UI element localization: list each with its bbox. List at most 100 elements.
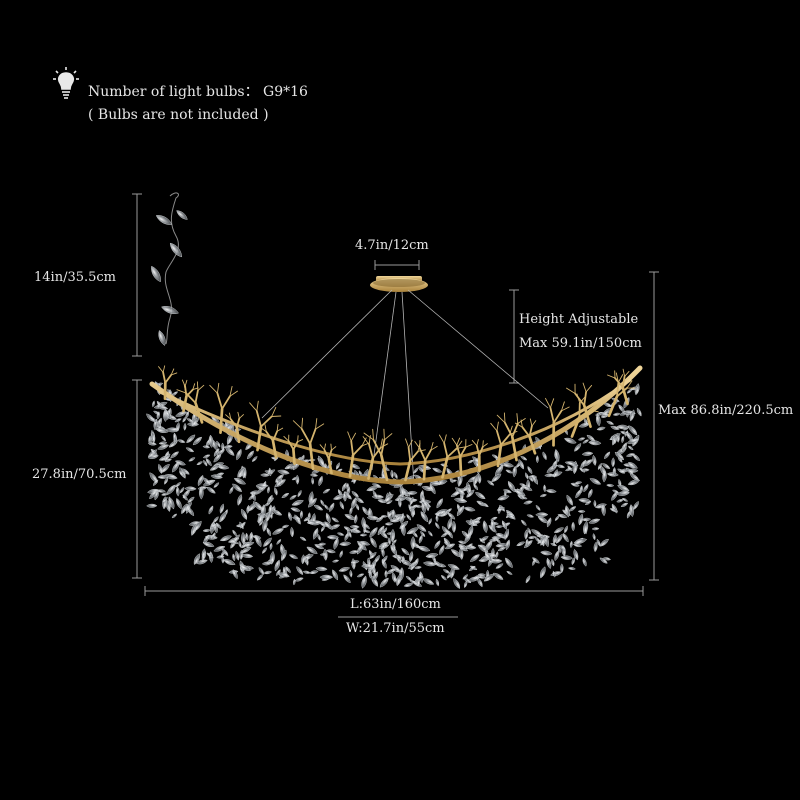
crystal-drop xyxy=(629,409,635,422)
gold-twig xyxy=(443,434,447,444)
crystal-drop xyxy=(606,421,614,425)
crystal-drop xyxy=(416,524,427,532)
gold-twig xyxy=(229,385,233,397)
crystal-drop xyxy=(553,527,564,533)
crystal-drop xyxy=(589,478,601,485)
gold-twig xyxy=(516,413,519,424)
crystal-drop xyxy=(497,495,510,501)
gold-twig xyxy=(552,409,563,424)
crystal-drop xyxy=(267,494,273,505)
crystal-drop xyxy=(409,580,417,584)
gold-twig xyxy=(409,450,419,462)
crystal-drop xyxy=(482,502,489,507)
crystal-drop xyxy=(281,549,287,562)
crystal-drop xyxy=(409,504,418,511)
main-branch-ring xyxy=(149,365,643,485)
crystal-drop xyxy=(188,457,196,462)
crystal-drop xyxy=(583,520,589,535)
crystal-drop xyxy=(239,564,251,571)
crystal-drop xyxy=(596,426,606,431)
crystal-drop xyxy=(202,445,211,449)
crystal-drop xyxy=(532,557,540,564)
gold-twig xyxy=(259,426,267,433)
gold-twig xyxy=(271,439,278,459)
gold-twig xyxy=(418,447,427,462)
gold-twig xyxy=(309,428,317,445)
crystal-drop xyxy=(277,469,290,475)
crystal-drop xyxy=(512,465,517,478)
crystal-drop xyxy=(333,537,339,550)
crystal-drop xyxy=(164,453,171,461)
crystal-drop xyxy=(403,582,414,587)
crystal-drop xyxy=(571,557,575,566)
gold-twig xyxy=(229,412,232,420)
crystal-drop xyxy=(186,434,196,443)
crystal-drop xyxy=(153,479,159,486)
gold-twig xyxy=(184,391,197,404)
crystal-drop xyxy=(573,549,579,561)
crystal-drop xyxy=(312,527,319,540)
crystal-drop xyxy=(303,516,311,522)
crystal-drop xyxy=(146,503,158,508)
crystal-drop xyxy=(355,497,364,504)
crystal-drop xyxy=(152,400,155,408)
gold-twig xyxy=(616,381,620,398)
crystal-drop xyxy=(379,530,388,539)
crystal-drop xyxy=(582,459,593,467)
crystal-drop xyxy=(337,532,345,536)
crystal-drop xyxy=(573,538,587,544)
crystal-drop xyxy=(564,437,577,444)
crystal-drop xyxy=(588,488,593,499)
crystal-drop xyxy=(277,478,282,487)
crystal-drop xyxy=(473,575,482,579)
crystal-drop xyxy=(567,461,579,467)
crystal-drop xyxy=(453,578,460,589)
crystal-drop xyxy=(263,570,272,575)
crystal-drop xyxy=(177,439,186,443)
crystal-drop xyxy=(306,546,318,554)
height-adjustable-max: Max 59.1in/150cm xyxy=(519,336,642,351)
crystal-drop xyxy=(602,463,611,469)
gold-twig xyxy=(585,384,593,393)
gold-twig xyxy=(229,390,238,397)
gold-twig xyxy=(319,444,325,451)
gold-twig xyxy=(276,423,279,432)
crystal-drop xyxy=(420,511,429,523)
crystal-drop xyxy=(176,210,188,220)
crystal-drop xyxy=(361,575,367,589)
crystal-drop xyxy=(581,451,594,456)
gold-twig xyxy=(496,414,506,424)
crystal-drop xyxy=(151,431,156,444)
crystal-drop xyxy=(490,516,498,521)
gold-twig xyxy=(297,435,299,443)
crystal-drop xyxy=(592,533,596,541)
crystal-drop xyxy=(324,521,333,530)
crystal-drop xyxy=(233,534,240,542)
gold-twig xyxy=(482,443,488,448)
gold-twig xyxy=(430,441,434,451)
crystal-drop xyxy=(379,577,389,588)
crystal-drop xyxy=(241,508,248,520)
crystal-drop xyxy=(343,526,352,532)
gold-twig xyxy=(414,441,421,450)
crystal-drop xyxy=(599,557,608,564)
crystal-drop xyxy=(581,517,591,522)
gold-twig xyxy=(560,401,565,412)
length-dimension: L:63in/160cm xyxy=(350,597,441,612)
crystal-drop xyxy=(597,462,602,470)
crystal-drop xyxy=(438,510,446,517)
crystal-drop xyxy=(502,520,507,530)
crystal-drop xyxy=(329,502,335,512)
crystal-drop xyxy=(202,541,215,547)
gold-twig xyxy=(327,457,333,475)
gold-twig xyxy=(475,444,481,457)
crystal-drop xyxy=(314,544,325,549)
gold-twig xyxy=(438,434,445,444)
crystal-drop xyxy=(165,409,171,420)
crystal-drop xyxy=(384,570,388,578)
crystal-drop xyxy=(409,551,414,563)
crystal-drop xyxy=(149,490,158,499)
gold-twig xyxy=(237,411,240,419)
crystal-drop xyxy=(628,445,634,450)
crystal-drop xyxy=(185,447,195,453)
